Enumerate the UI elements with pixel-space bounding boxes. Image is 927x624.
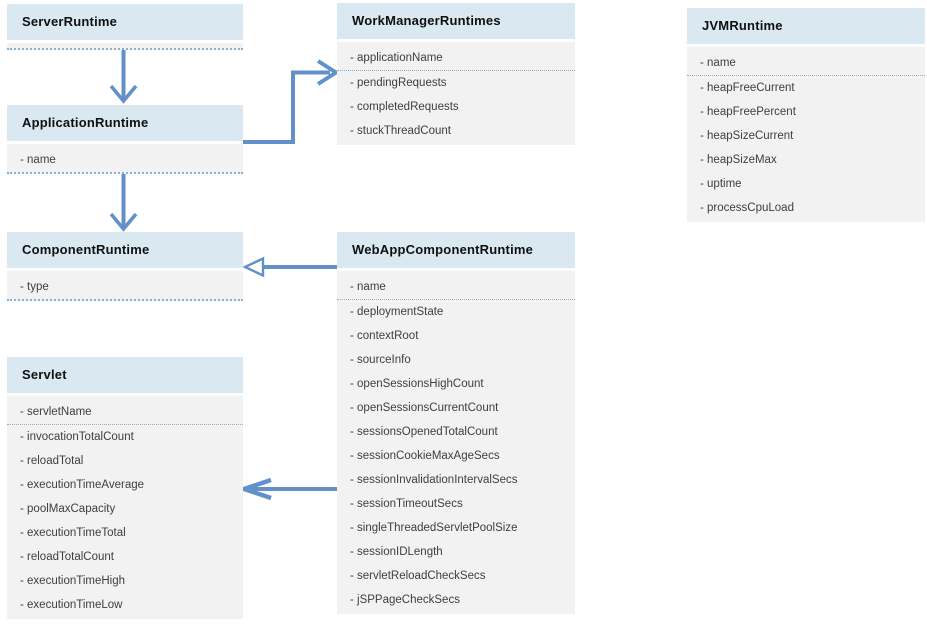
attribute-item: - jSPPageCheckSecs: [350, 594, 460, 606]
arrow-serverruntime-to-applicationruntime: [109, 49, 138, 104]
class-body: - applicationName - pendingRequests - comp…: [337, 42, 575, 145]
attribute-item: - reloadTotal: [20, 455, 84, 467]
attribute-item: - poolMaxCapacity: [20, 503, 116, 515]
attribute-item: - heapFreeCurrent: [700, 82, 795, 94]
attribute-item: - executionTimeAverage: [20, 479, 145, 491]
class-box-applicationruntime: ApplicationRuntime - name: [7, 105, 243, 174]
class-title: WebAppComponentRuntime: [337, 232, 575, 268]
class-box-serverruntime: ServerRuntime: [7, 4, 243, 50]
attribute-item: - openSessionsCurrentCount: [350, 402, 499, 414]
arrow-applicationruntime-to-componentruntime: [109, 174, 138, 232]
arrow-webappcomponentruntime-to-componentruntime-generalization: [242, 256, 337, 278]
attribute-item: - executionTimeTotal: [20, 527, 126, 539]
class-body: - servletName - invocationTotalCount - rel…: [7, 396, 243, 619]
attribute-item: - name: [337, 275, 575, 300]
arrow-webappcomponentruntime-to-servlet: [237, 477, 340, 501]
class-body: - name: [7, 144, 243, 174]
attribute-item: - heapFreePercent: [700, 106, 796, 118]
attribute-item: - servletReloadCheckSecs: [350, 570, 486, 582]
attribute-item: - servletName: [7, 400, 243, 425]
attribute-item: - executionTimeHigh: [20, 575, 126, 587]
attribute-item: - pendingRequests: [350, 77, 447, 89]
attribute-item: - name: [20, 154, 56, 166]
attribute-item: - invocationTotalCount: [20, 431, 134, 443]
attribute-item: - applicationName: [337, 46, 575, 71]
attribute-item: - processCpuLoad: [700, 202, 794, 214]
class-box-webappcomponentruntime: WebAppComponentRuntime - name - deploymen…: [337, 232, 575, 614]
attribute-item: - uptime: [700, 178, 742, 190]
class-title: ApplicationRuntime: [7, 105, 243, 141]
attribute-item: - sessionCookieMaxAgeSecs: [350, 450, 500, 462]
attribute-item: - sessionsOpenedTotalCount: [350, 426, 498, 438]
class-box-componentruntime: ComponentRuntime - type: [7, 232, 243, 301]
attribute-item: - sessionInvalidationIntervalSecs: [350, 474, 518, 486]
class-title: ServerRuntime: [7, 4, 243, 40]
attribute-item: - sessionTimeoutSecs: [350, 498, 463, 510]
attribute-item: - name: [687, 51, 925, 76]
attribute-item: - contextRoot: [350, 330, 419, 342]
attribute-item: - deploymentState: [350, 306, 444, 318]
class-body: - type: [7, 271, 243, 301]
attribute-item: - type: [20, 281, 49, 293]
attribute-item: - completedRequests: [350, 101, 459, 113]
attribute-item: - executionTimeLow: [20, 599, 123, 611]
class-title: Servlet: [7, 357, 243, 393]
arrow-applicationruntime-to-workmanagerruntimes: [243, 59, 340, 144]
class-title: WorkManagerRuntimes: [337, 3, 575, 39]
attribute-item: - sessionIDLength: [350, 546, 443, 558]
attribute-item: - heapSizeMax: [700, 154, 777, 166]
attribute-item: - singleThreadedServletPoolSize: [350, 522, 518, 534]
class-title: JVMRuntime: [687, 8, 925, 44]
class-body: - name - deploymentState - contextRoot - so…: [337, 271, 575, 614]
attribute-item: - stuckThreadCount: [350, 125, 451, 137]
class-box-jvmruntime: JVMRuntime - name - heapFreeCurrent - heap…: [687, 8, 925, 222]
class-box-workmanagerruntimes: WorkManagerRuntimes - applicationName - p…: [337, 3, 575, 145]
attribute-item: - sourceInfo: [350, 354, 411, 366]
class-body: [7, 43, 243, 50]
class-body: - name - heapFreeCurrent - heapFreePercent…: [687, 47, 925, 222]
class-box-servlet: Servlet - servletName - invocationTotalCo…: [7, 357, 243, 619]
class-title: ComponentRuntime: [7, 232, 243, 268]
attribute-item: - openSessionsHighCount: [350, 378, 484, 390]
attribute-item: - heapSizeCurrent: [700, 130, 794, 142]
attribute-item: - reloadTotalCount: [20, 551, 114, 563]
